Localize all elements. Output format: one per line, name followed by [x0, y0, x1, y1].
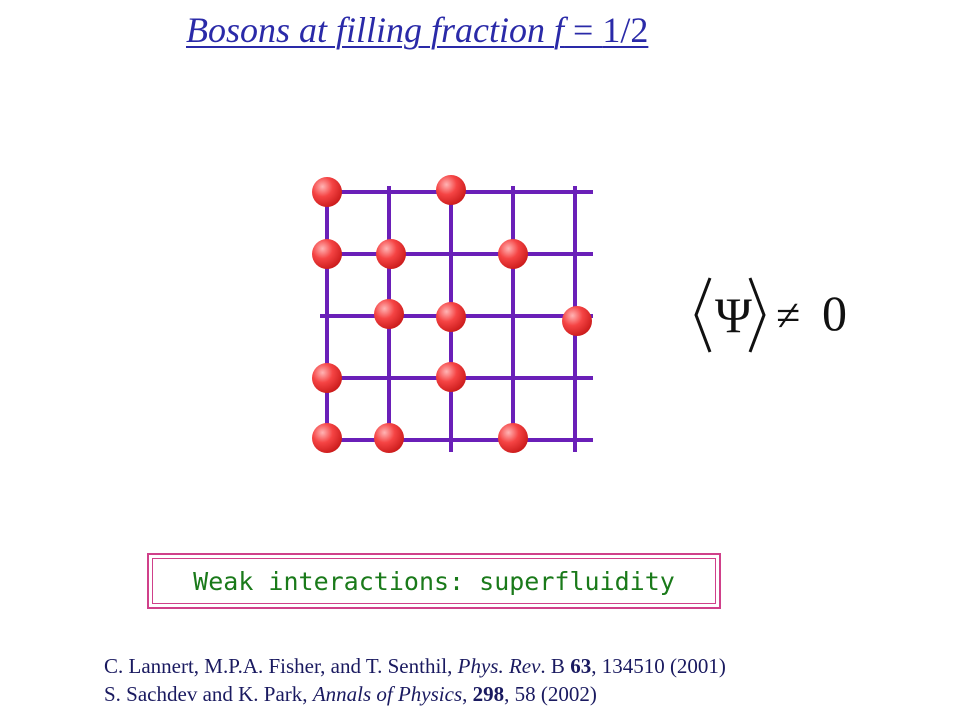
reference-1-journal: Phys. Rev [457, 654, 541, 678]
title-equals: = [564, 10, 603, 50]
reference-2-volume: 298 [472, 682, 505, 706]
boson-particle-7 [436, 302, 466, 332]
references: C. Lannert, M.P.A. Fisher, and T. Senthi… [104, 652, 726, 708]
reference-2-authors: S. Sachdev and K. Park, [104, 682, 313, 706]
reference-1-volume: 63 [570, 654, 592, 678]
title-variable: f [554, 10, 565, 50]
boson-particle-10 [436, 362, 466, 392]
boson-particle-11 [312, 423, 342, 453]
reference-2-series: , [462, 682, 473, 706]
boson-particle-3 [312, 239, 342, 269]
reference-1-authors: C. Lannert, M.P.A. Fisher, and T. Senthi… [104, 654, 458, 678]
boson-particle-13 [498, 423, 528, 453]
reference-1-series: . B [540, 654, 571, 678]
slide-title: Bosons at filling fraction f = 1/2 [186, 8, 648, 52]
order-parameter-value: 0 [822, 285, 847, 341]
result-text: Weak interactions: superfluidity [193, 566, 675, 596]
boson-particle-6 [374, 299, 404, 329]
reference-1-details: , 134510 (2001) [591, 654, 726, 678]
lattice-bosons [312, 175, 592, 453]
reference-2: S. Sachdev and K. Park, Annals of Physic… [104, 680, 726, 708]
reference-2-details: , 58 (2002) [504, 682, 597, 706]
boson-particle-9 [312, 363, 342, 393]
right-angle-bracket [748, 277, 766, 353]
not-equal-symbol: ≠ [776, 291, 800, 340]
boson-particle-12 [374, 423, 404, 453]
order-parameter-equation: Ψ ≠ 0 [694, 277, 847, 353]
boson-particle-4 [376, 239, 406, 269]
result-box: Weak interactions: superfluidity [147, 553, 721, 609]
boson-particle-5 [498, 239, 528, 269]
result-box-inner: Weak interactions: superfluidity [152, 558, 716, 604]
title-value: 1/2 [602, 10, 649, 50]
title-prefix: Bosons at filling fraction [186, 10, 555, 50]
psi-symbol: Ψ [715, 287, 752, 343]
boson-particle-1 [312, 177, 342, 207]
reference-2-journal: Annals of Physics [312, 682, 463, 706]
boson-particle-8 [562, 306, 592, 336]
boson-particle-2 [436, 175, 466, 205]
reference-1: C. Lannert, M.P.A. Fisher, and T. Senthi… [104, 652, 726, 680]
left-angle-bracket [694, 277, 712, 353]
